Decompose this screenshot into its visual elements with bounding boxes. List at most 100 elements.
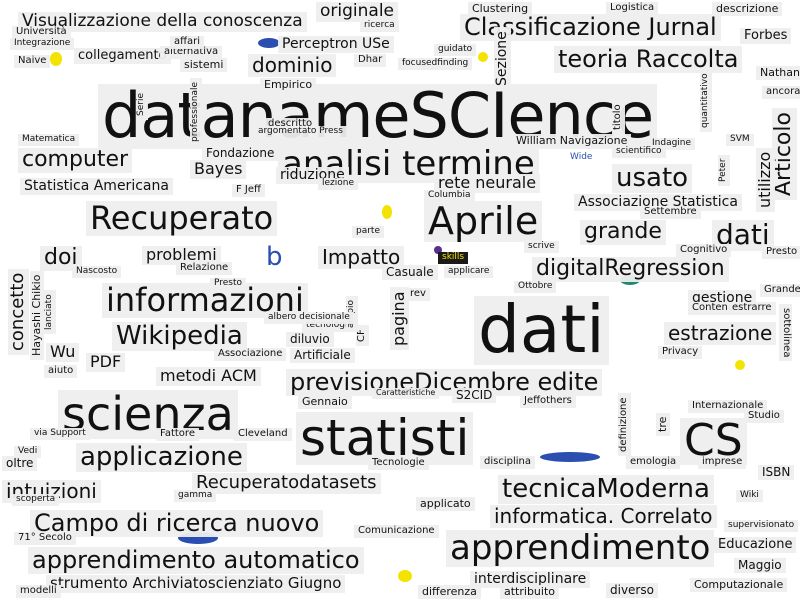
cloud-word: statisti	[296, 412, 474, 465]
cloud-word: Peter	[718, 154, 730, 186]
cloud-word: b	[266, 242, 283, 272]
cloud-word: Perceptron USe	[278, 36, 394, 53]
cloud-word: alternativa	[160, 46, 223, 59]
cloud-word: via Support	[30, 428, 90, 440]
cloud-word: estrazione	[664, 322, 777, 345]
cloud-word: applicato	[416, 497, 475, 511]
cloud-word: Presto	[762, 246, 800, 259]
cloud-word: Relazione	[176, 262, 233, 275]
cloud-word: rev	[406, 288, 430, 301]
cloud-word: digitalRegression	[532, 257, 729, 282]
cloud-word: SVM	[726, 134, 754, 146]
cloud-word: titolo	[612, 100, 625, 134]
cloud-word: Associazione	[214, 348, 287, 361]
cloud-word: diluvio	[286, 332, 334, 347]
cloud-word: Matematica	[18, 134, 80, 146]
cloud-word: dominio	[248, 54, 337, 77]
cloud-word: CS	[680, 418, 747, 465]
cloud-word: informatica. Correlato	[490, 505, 717, 528]
cloud-word: Grande	[760, 284, 800, 297]
cloud-word: focusedfinding	[398, 58, 473, 70]
cloud-word: descrizione	[712, 2, 783, 16]
cloud-word: Nascosto	[72, 266, 122, 278]
cloud-word: apprendimento	[446, 530, 715, 567]
cloud-word: Visualizzazione della conoscenza	[18, 12, 307, 32]
cloud-word: albero decisionale	[264, 312, 354, 324]
cloud-word: previsioneDicembre edite	[286, 369, 603, 396]
cloud-word: Presto	[210, 278, 247, 290]
cloud-word: Integrazione	[10, 38, 75, 50]
green-blob	[540, 452, 600, 462]
cloud-word: Jeffothers	[520, 395, 576, 408]
cloud-word: sistemi	[180, 58, 228, 72]
cloud-word: collegamento	[74, 48, 171, 64]
cloud-word: 71° Secolo	[14, 532, 76, 545]
cloud-word: quantitativo	[700, 69, 712, 132]
yellow-blob	[398, 570, 412, 582]
cloud-word: ISBN	[758, 465, 795, 480]
cloud-word: rete neurale	[434, 174, 541, 193]
cloud-word: interdisciplinare	[470, 571, 591, 588]
cloud-word: Cognitivo	[676, 244, 732, 257]
cloud-word: utilizzo	[755, 147, 775, 212]
cloud-word: Wide	[570, 152, 593, 162]
cloud-word: Campo di ricerca nuovo	[30, 510, 324, 537]
cloud-word: F Jeff	[232, 184, 265, 197]
cloud-word: Logistica	[606, 2, 659, 15]
cloud-word: Educazione	[714, 537, 797, 553]
cloud-word: Internazionale	[688, 400, 768, 413]
cloud-word: supervisionato	[724, 520, 799, 532]
cloud-word: gamma	[174, 490, 217, 502]
cloud-word: Nathan	[756, 66, 800, 80]
cloud-word: teoria Raccolta	[554, 46, 743, 73]
cloud-word: parte	[352, 226, 384, 238]
cloud-word: guidato	[434, 44, 477, 56]
cloud-word: scrive	[524, 241, 559, 253]
cloud-word: emologia	[626, 456, 681, 469]
cloud-word: Forbes	[740, 28, 792, 44]
yellow-blob	[50, 52, 62, 66]
cloud-word: Empirico	[260, 78, 317, 92]
cloud-word: lanciato	[44, 290, 56, 334]
yellow-blob	[735, 360, 745, 370]
yellow-blob	[382, 205, 392, 219]
cloud-word: applicare	[444, 266, 494, 278]
cloud-word: Artificiale	[290, 348, 355, 363]
cloud-word: Columbia	[424, 190, 475, 202]
cloud-word: dati	[712, 220, 774, 251]
cloud-word: Aprile	[424, 201, 543, 242]
cloud-word: Caratteristiche	[372, 388, 440, 399]
cloud-word: skills	[438, 252, 469, 264]
cloud-word: Università	[12, 26, 71, 39]
cloud-word: grande	[580, 220, 666, 245]
cloud-word: metodi ACM	[156, 367, 261, 386]
cloud-word: attribuito	[500, 585, 559, 599]
cloud-word: Clustering	[468, 2, 533, 16]
cloud-word: Naive	[14, 55, 51, 68]
cloud-word: tecnicaModerna	[498, 475, 714, 504]
cloud-word: Gennaio	[298, 395, 352, 409]
cloud-word: William Navigazione	[512, 134, 632, 148]
cloud-word: Comunicazione	[354, 525, 439, 538]
cloud-word: Maggio	[734, 558, 786, 573]
cloud-word: estrarre	[728, 302, 776, 315]
cloud-word: modelli	[16, 585, 61, 598]
cloud-word: S2CID	[452, 388, 497, 403]
cloud-word: computer	[18, 148, 133, 173]
cloud-word: Settembre	[640, 206, 701, 219]
cloud-word: usato	[612, 164, 693, 193]
cloud-word: professionale	[190, 77, 202, 146]
cloud-word: applicazione	[76, 443, 247, 472]
cloud-word: Fattore	[156, 428, 199, 441]
cloud-word: aiuto	[44, 365, 78, 378]
cloud-word: Computazionale	[690, 578, 788, 592]
cloud-word: scientifico	[612, 146, 666, 158]
cloud-word: concetto	[7, 268, 29, 355]
cloud-word: strumento Archiviatoscienziato Giugno	[46, 575, 346, 593]
cloud-word: problemi	[142, 246, 221, 265]
cloud-word: Privacy	[658, 346, 703, 359]
cloud-word: definizione	[618, 393, 631, 456]
cloud-word: ricerca	[360, 20, 399, 32]
cloud-word: PDF	[86, 353, 126, 372]
